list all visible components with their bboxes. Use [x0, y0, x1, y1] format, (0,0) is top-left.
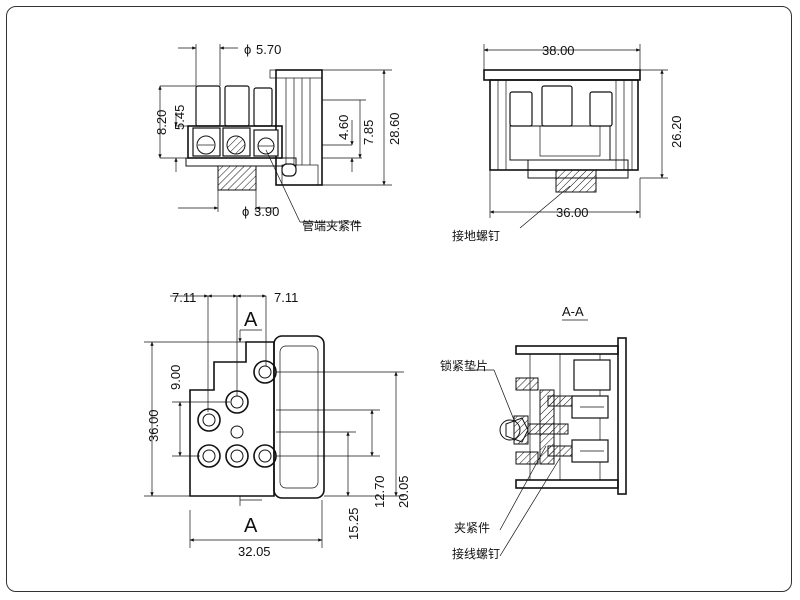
dim-phi-570-symbol: ϕ [244, 42, 251, 57]
dim-3600-plan: 36.00 [146, 409, 161, 442]
dim-785: 7.85 [361, 120, 376, 145]
label-ground-screw: 接地螺钉 [452, 228, 500, 243]
dim-2860: 28.60 [387, 112, 402, 145]
dim-820: 8.20 [154, 110, 169, 135]
section-title: A-A [562, 304, 584, 319]
dim-3600-top: 36.00 [556, 205, 589, 220]
dim-460: 4.60 [336, 115, 351, 140]
section-mark-bottom: A [244, 515, 258, 537]
dim-1270: 12.70 [372, 475, 387, 508]
label-clamp: 夹紧件 [454, 521, 490, 535]
dim-3800: 38.00 [542, 43, 575, 58]
view-section-aa [470, 319, 627, 557]
label-lock-washer: 锁紧垫片 [440, 358, 488, 373]
view-side [158, 44, 392, 223]
dim-711-a: 7.11 [172, 290, 196, 305]
dim-phi-570: 5.70 [256, 42, 281, 57]
dim-phi-390: 3.90 [254, 204, 279, 219]
dim-3205: 32.05 [238, 544, 271, 559]
label-tube-clamp: 管端夹紧件 [302, 218, 362, 233]
drawing-frame [6, 6, 792, 592]
view-plan [144, 294, 404, 548]
dim-phi-390-symbol: ϕ [242, 204, 249, 219]
section-mark-top: A [244, 309, 258, 331]
dim-545: 5.45 [172, 105, 187, 130]
dim-2620: 26.20 [669, 115, 684, 148]
dim-900: 9.00 [168, 365, 183, 390]
label-wire-screw: 接线螺钉 [452, 546, 500, 561]
dim-1525: 15.25 [346, 507, 361, 540]
dim-2005: 20.05 [396, 475, 411, 508]
view-front [483, 44, 668, 229]
dim-711-b: 7.11 [274, 290, 298, 305]
